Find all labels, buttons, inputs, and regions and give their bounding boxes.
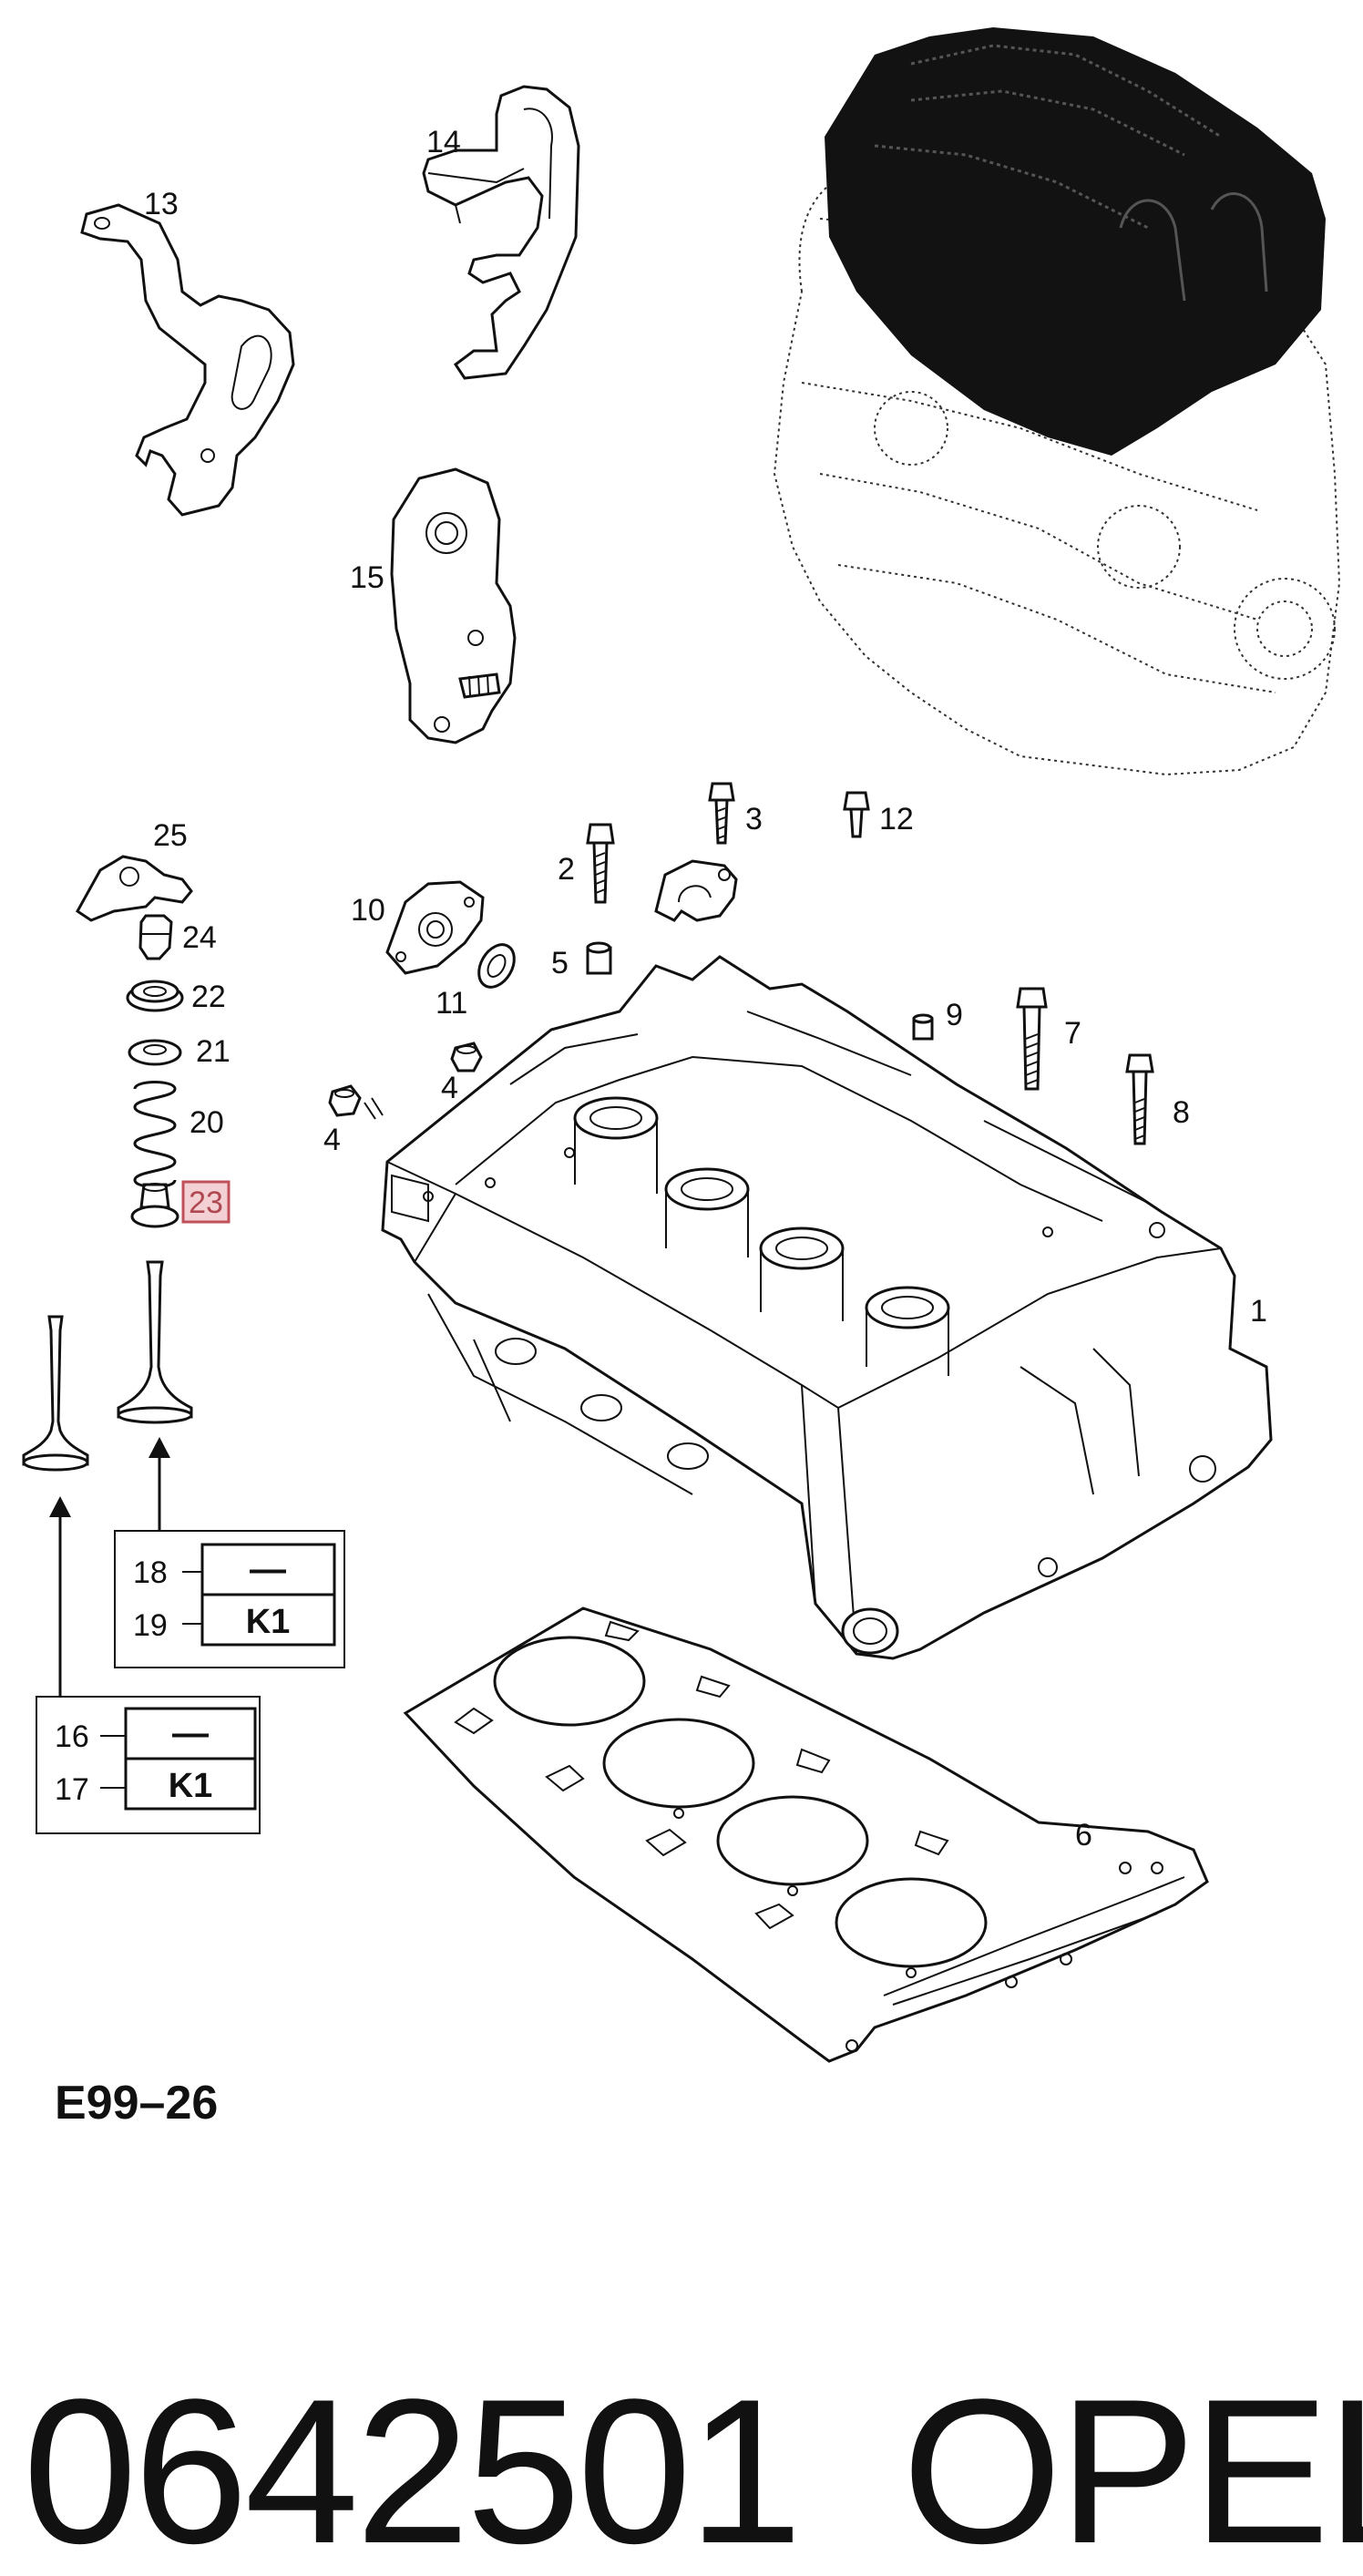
diagram-reference: E99–26 [55, 2077, 218, 2130]
label-4-lower: 4 [323, 1123, 341, 1157]
legend-box-18-19: 18 — 19 K1 [114, 1530, 345, 1668]
cylinder-head-part-1 [381, 955, 1273, 1660]
plug-part-4-upper [450, 1042, 483, 1072]
legend-16-value: — [172, 1713, 209, 1753]
engine-overview-illustration [773, 27, 1341, 776]
label-2: 2 [558, 852, 575, 887]
label-5: 5 [551, 946, 569, 980]
legend-box-16-17: 16 — 17 K1 [36, 1696, 261, 1834]
valve-spring-part-20 [133, 1081, 177, 1188]
label-20: 20 [190, 1105, 224, 1140]
bracket-part-15 [390, 467, 517, 744]
head-gasket-part-6 [403, 1606, 1209, 2063]
bolt-part-3 [708, 782, 735, 845]
label-23: 23 [189, 1185, 223, 1220]
dowel-part-5 [586, 941, 612, 975]
washer-part-21 [128, 1039, 182, 1066]
bracket-part-13 [80, 203, 295, 517]
legend-18-value: — [250, 1549, 286, 1589]
label-12: 12 [879, 802, 914, 836]
bolt-part-12 [843, 791, 870, 838]
bolt-part-2 [586, 823, 615, 904]
label-22: 22 [191, 980, 226, 1014]
label-15: 15 [350, 560, 384, 595]
bearing-cap [654, 859, 738, 922]
label-10: 10 [351, 893, 385, 928]
legend-19-value: K1 [246, 1603, 291, 1641]
label-24: 24 [182, 920, 217, 955]
valve-seal-part-23 [130, 1183, 179, 1228]
dowel-part-9 [912, 1013, 934, 1041]
label-11: 11 [436, 986, 467, 1021]
label-6: 6 [1075, 1818, 1092, 1852]
label-8: 8 [1173, 1095, 1190, 1130]
label-9: 9 [946, 998, 963, 1032]
intake-valve [22, 1315, 89, 1472]
part-number: 0642501 [23, 2355, 799, 2576]
legend-17-number: 17 [55, 1772, 89, 1807]
flange-part-10 [385, 880, 485, 975]
label-13: 13 [144, 187, 179, 221]
legend-18-number: 18 [133, 1555, 168, 1590]
exhaust-valve [117, 1260, 193, 1424]
spring-cap-part-22 [126, 980, 184, 1012]
label-3: 3 [745, 802, 763, 836]
legend-19-number: 19 [133, 1608, 168, 1643]
rocker-part-25 [76, 855, 193, 922]
valve-key-part-24 [138, 914, 173, 960]
camshaft-journals [573, 1096, 950, 1376]
bolt-part-8 [1125, 1053, 1154, 1145]
label-25: 25 [153, 818, 188, 853]
legend-16-number: 16 [55, 1719, 89, 1754]
legend-17-value: K1 [169, 1767, 213, 1805]
plug-part-4-lower [328, 1084, 384, 1120]
label-1: 1 [1250, 1294, 1267, 1329]
label-21: 21 [196, 1034, 231, 1069]
bracket-part-14 [422, 85, 580, 380]
brand-name: OPEL [902, 2355, 1363, 2576]
label-14: 14 [426, 125, 461, 159]
label-4-upper: 4 [441, 1071, 458, 1105]
seal-ring-part-11 [477, 943, 516, 989]
bolt-part-7 [1016, 987, 1048, 1091]
label-7: 7 [1064, 1016, 1081, 1051]
label-23-highlight-box [181, 1180, 231, 1224]
